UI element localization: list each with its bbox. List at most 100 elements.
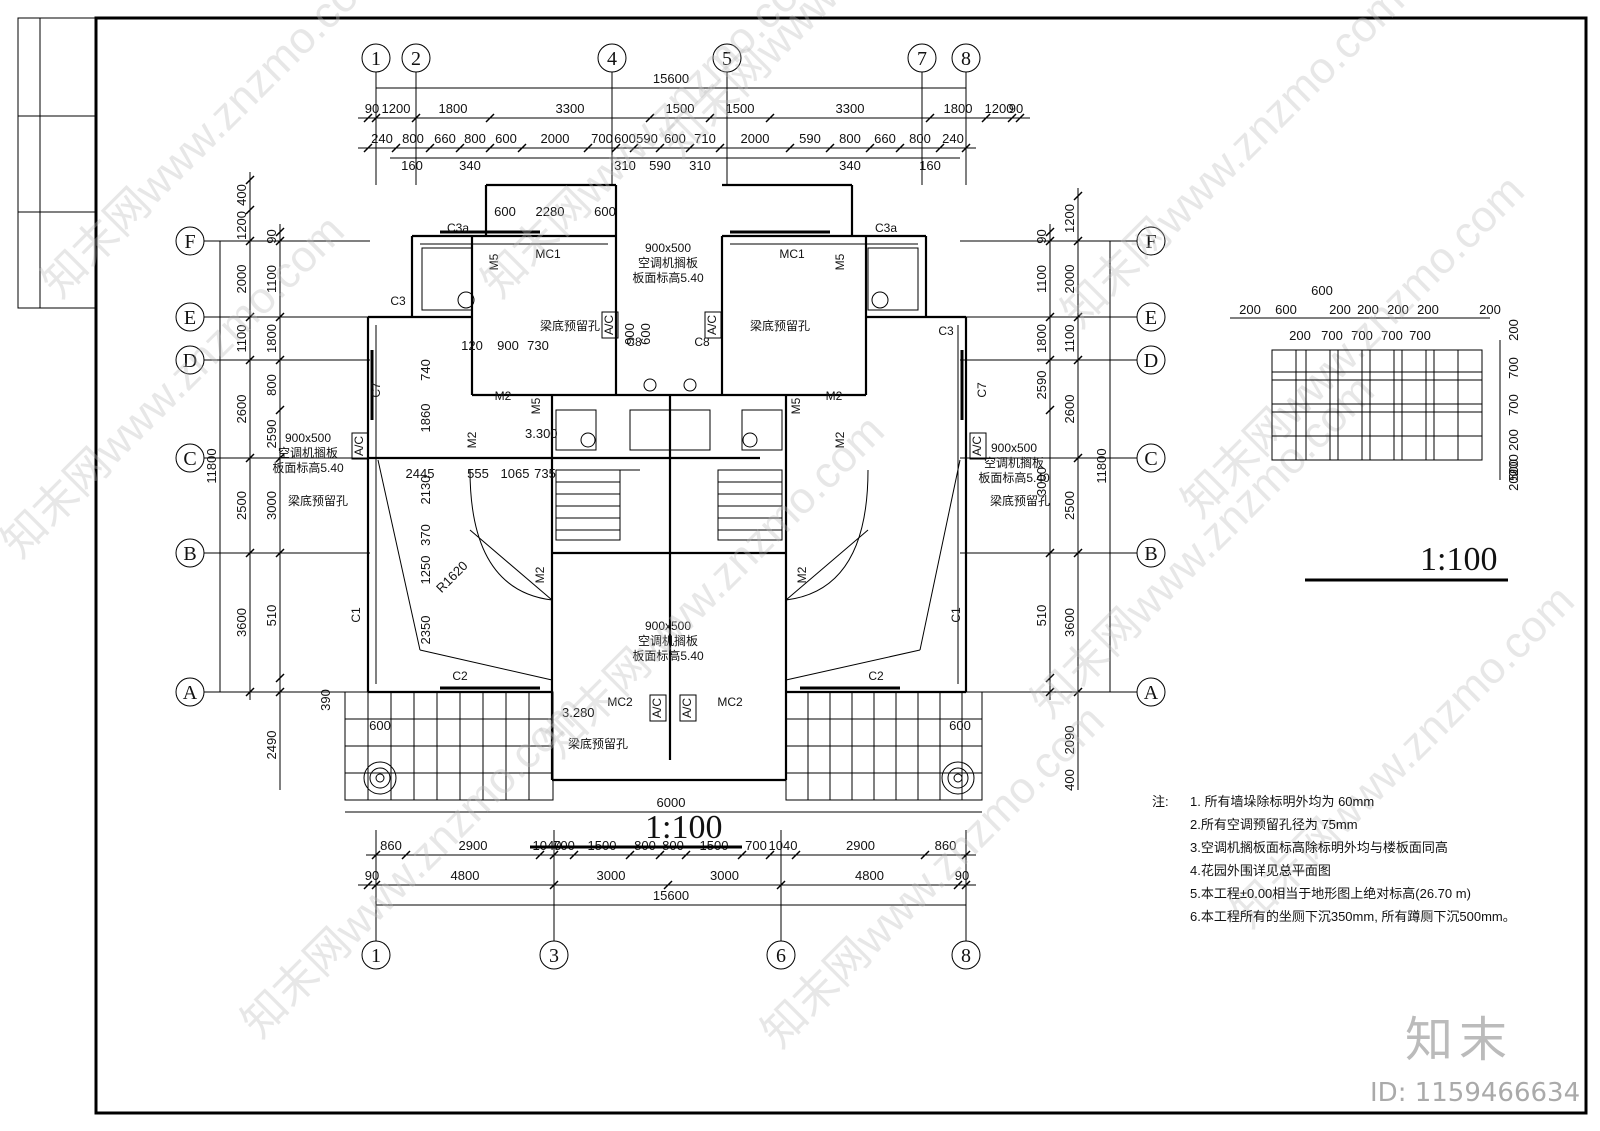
axis-bubble-right: F: [1145, 231, 1156, 253]
dim-detail-right: 200: [1506, 454, 1521, 476]
axis-bubble-left: F: [184, 231, 195, 253]
dim-top-row2: 590: [636, 131, 658, 146]
room-label: M5: [487, 253, 501, 270]
dim-top-row1: 1200: [985, 101, 1014, 116]
ac-label: A/C: [602, 315, 616, 335]
ac-board-size: 900x500: [285, 431, 331, 445]
dim-inner: 555: [467, 466, 489, 481]
dim-inner: 370: [418, 524, 433, 546]
dim-top-row1: 1800: [439, 101, 468, 116]
dim-top-row2: 800: [402, 131, 424, 146]
dim-right-outer: 1100: [1062, 325, 1077, 353]
ac-board-level: 板面标高5.40: [632, 270, 704, 285]
dim-right-inner: 90: [1034, 229, 1049, 243]
ac-label: A/C: [650, 698, 664, 718]
watermark: 知末网www.znzmo.com: [752, 696, 1113, 1057]
axis-bubble-bottom: 1: [371, 945, 381, 967]
dim-top-row2: 660: [874, 131, 896, 146]
brand-logo: 知末: [1405, 1012, 1514, 1068]
ac-board-size: 900x500: [645, 241, 691, 255]
dim-detail-right: 700: [1506, 394, 1521, 416]
dim-top-row2: 2000: [741, 131, 770, 146]
room-label: MC1: [779, 247, 805, 261]
dim-detail-right: 200: [1506, 319, 1521, 341]
dim-right-outer: 2000: [1062, 265, 1077, 294]
room-label: C3a: [447, 221, 469, 235]
room-label: M2: [465, 431, 479, 448]
room-label: MC2: [607, 695, 633, 709]
dim-bottom-row2: 90: [365, 868, 379, 883]
dim-detail-row1: 200: [1387, 302, 1409, 317]
room-label: C2: [452, 669, 468, 683]
dim-detail-top: 600: [1311, 283, 1333, 298]
ac-label: A/C: [352, 436, 366, 456]
dim-right-bottom: 2090: [1062, 726, 1077, 755]
title-block: [17, 17, 97, 309]
dim-left-inner: 1800: [264, 324, 279, 353]
dim-inner: 730: [527, 338, 549, 353]
dim-inner: 600: [494, 204, 516, 219]
note-item: 6.本工程所有的坐厕下沉350mm, 所有蹲厕下沉500mm。: [1190, 909, 1516, 924]
dim-top-row2: 600: [614, 131, 636, 146]
room-label: C7: [369, 382, 383, 398]
dim-right-bottom: 400: [1062, 769, 1077, 791]
dim-detail-row1: 200: [1479, 302, 1501, 317]
ac-board-name: 空调机搁板: [638, 633, 698, 648]
dim-left-inner: 800: [264, 374, 279, 396]
room-label: C3: [390, 294, 406, 308]
beam-hole-label: 梁底预留孔: [540, 318, 600, 333]
ac-board-level: 板面标高5.40: [632, 648, 704, 663]
dim-top-row3: 340: [839, 158, 861, 173]
room-label: M2: [495, 389, 512, 403]
dim-top-row3: 590: [649, 158, 671, 173]
dim-top-row2: 800: [839, 131, 861, 146]
room-label: C1: [349, 607, 363, 623]
dim-detail-row1: 200: [1239, 302, 1261, 317]
dim-top-row2: 240: [371, 131, 393, 146]
dim-left-outer: 1100: [234, 325, 249, 353]
dim-left-bottom: 2490: [264, 731, 279, 760]
dim-detail-right: 200: [1506, 429, 1521, 451]
axis-bubble-bottom: 8: [961, 945, 971, 967]
dim-top-row3: 340: [459, 158, 481, 173]
ac-board-size: 900x500: [991, 441, 1037, 455]
axis-bubble-top: 1: [371, 48, 381, 70]
ac-board-name: 空调机搁板: [278, 445, 338, 460]
dim-left-inner: 1100: [264, 265, 279, 293]
dim-left-inner: 2590: [264, 420, 279, 449]
axis-bubble-bottom: 6: [776, 945, 786, 967]
dim-detail-row2: 700: [1351, 328, 1373, 343]
ac-label: A/C: [680, 698, 694, 718]
dim-right-inner: 510: [1034, 605, 1049, 627]
dim-top-row1: 3300: [556, 101, 585, 116]
dim-right-inner: 2590: [1034, 371, 1049, 400]
dim-inner: 600: [638, 323, 653, 345]
note-item: 4.花园外围详见总平面图: [1190, 863, 1331, 878]
room-label: C8: [694, 335, 710, 349]
dim-inner: 600: [949, 718, 971, 733]
dim-bottom-row1: 700: [745, 838, 767, 853]
watermark: 知末网www.znzmo.com: [1052, 0, 1413, 337]
dim-inner: 600: [594, 204, 616, 219]
room-label: MC1: [535, 247, 561, 261]
dim-top-row2: 600: [495, 131, 517, 146]
beam-hole-label: 梁底预留孔: [568, 736, 628, 751]
ac-board-name: 空调机搁板: [638, 255, 698, 270]
dim-right-outer: 1200: [1062, 204, 1077, 233]
dim-inner: 2445: [406, 466, 435, 481]
dim-top-row2: 800: [464, 131, 486, 146]
dim-top-row2: 710: [694, 131, 716, 146]
dim-left-outer: 2600: [234, 395, 249, 424]
level-mark: 3.300: [525, 426, 558, 441]
dim-inner: 600: [369, 718, 391, 733]
dim-top-row1: 1500: [726, 101, 755, 116]
dim-top-row2: 600: [664, 131, 686, 146]
plan-lines: [175, 43, 1501, 970]
dim-top-row1: 1800: [944, 101, 973, 116]
ac-board-level: 板面标高5.40: [978, 470, 1050, 485]
room-label: C2: [868, 669, 884, 683]
dim-right-total: 11800: [1094, 448, 1109, 483]
dim-inner: 735: [534, 466, 556, 481]
room-label: M2: [795, 566, 809, 583]
room-label: C3a: [875, 221, 897, 235]
